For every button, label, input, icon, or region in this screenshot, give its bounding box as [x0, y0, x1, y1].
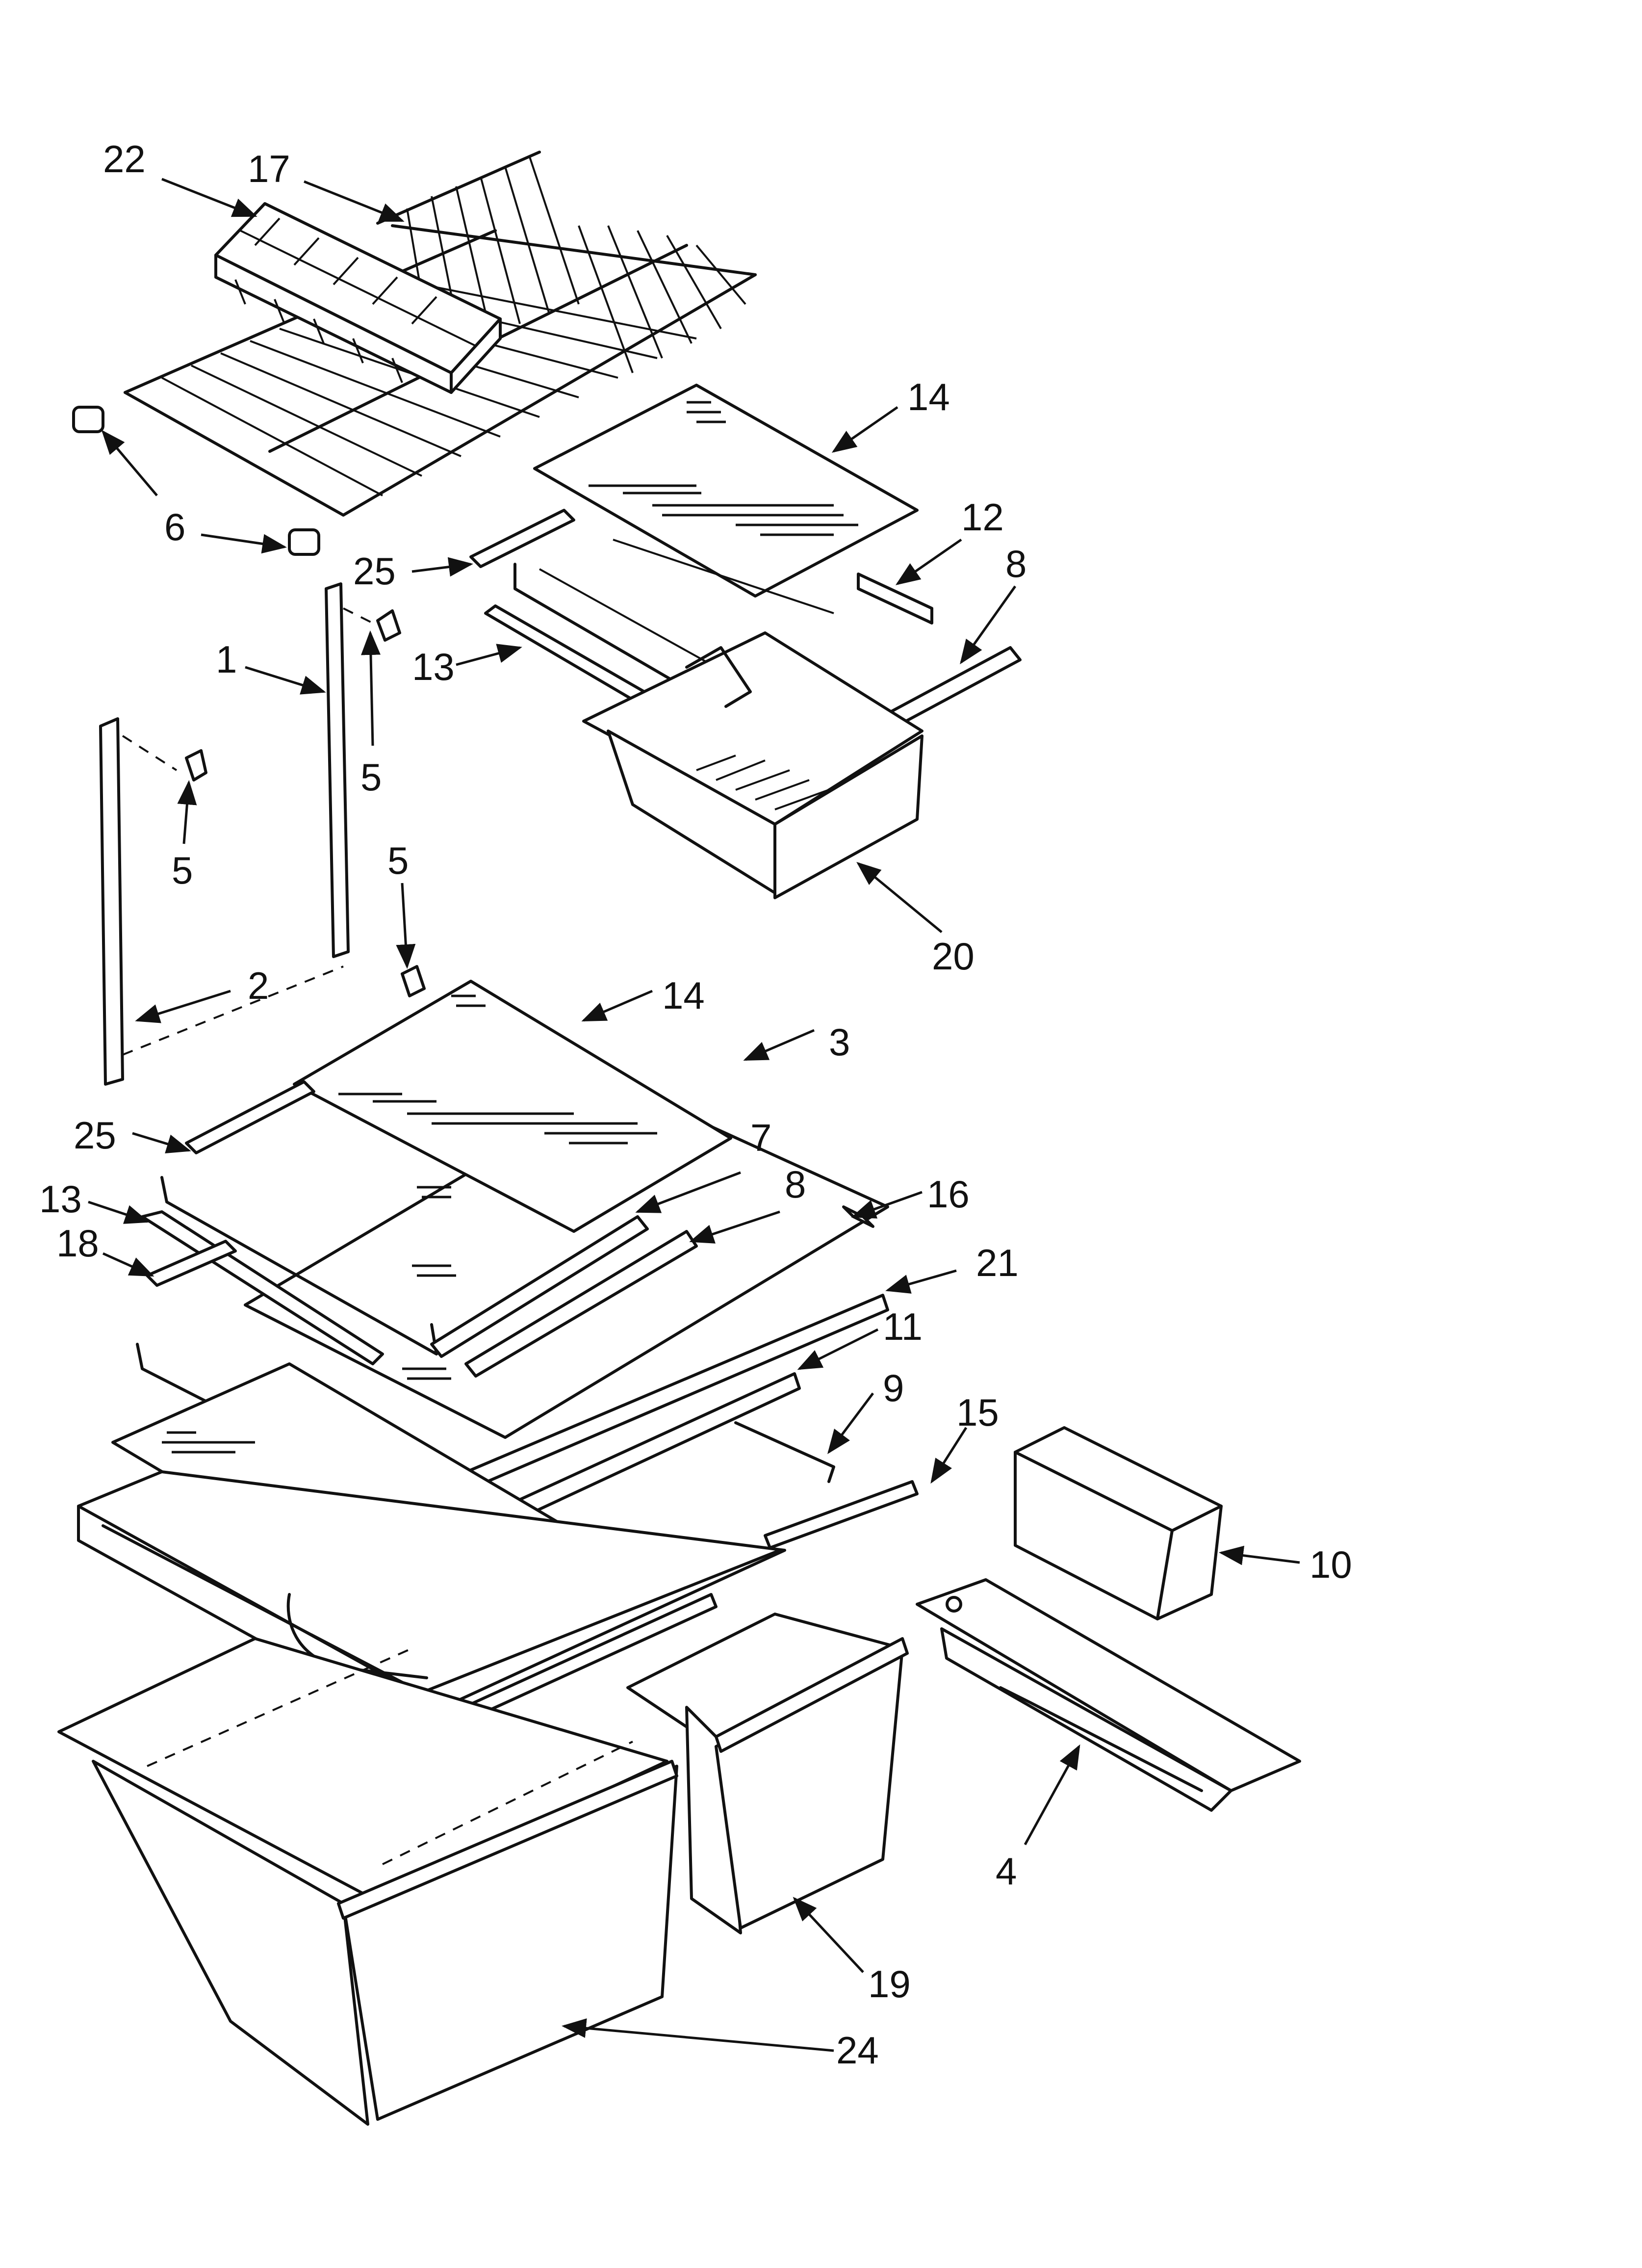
ice-cube-tray — [214, 202, 502, 394]
meat-drawer — [582, 631, 924, 899]
callout-22: 22 — [103, 137, 146, 181]
callout-9: 9 — [883, 1366, 904, 1409]
callout-15: 15 — [956, 1391, 999, 1434]
callout-16: 16 — [927, 1173, 970, 1216]
callout-6: 6 — [164, 505, 186, 548]
callout-11: 11 — [883, 1305, 923, 1348]
callout-5-b: 5 — [172, 849, 193, 892]
callout-20: 20 — [932, 935, 975, 978]
right-crisper-drawer — [626, 1613, 909, 1934]
callout-13-middle: 13 — [39, 1177, 82, 1221]
callout-21: 21 — [976, 1241, 1019, 1284]
callout-18: 18 — [56, 1222, 99, 1265]
callout-8-upper: 8 — [1005, 542, 1027, 585]
callout-14-middle: 14 — [662, 974, 705, 1017]
leader-lines — [88, 178, 1300, 2052]
callout-19: 19 — [868, 1962, 911, 2006]
callout-5-a: 5 — [360, 756, 382, 799]
callout-1: 1 — [216, 638, 237, 681]
callout-7: 7 — [750, 1116, 772, 1159]
callout-8-middle: 8 — [785, 1163, 806, 1206]
shelf-support-pegs — [72, 406, 320, 556]
middle-glass-shelves — [244, 980, 889, 1439]
callout-3: 3 — [829, 1020, 850, 1064]
callout-2: 2 — [248, 964, 269, 1007]
left-crisper-drawer — [57, 1637, 678, 2126]
upper-glass-shelf — [533, 384, 919, 598]
dairy-bin — [1014, 1426, 1223, 1620]
callout-12: 12 — [961, 495, 1004, 539]
callout-17: 17 — [248, 147, 290, 190]
callout-25-upper: 25 — [353, 549, 396, 593]
callout-24: 24 — [836, 2029, 879, 2072]
vertical-shelf-rails — [99, 582, 373, 1086]
wire-shelf — [124, 151, 757, 517]
callout-5-c: 5 — [387, 839, 409, 882]
screws — [185, 609, 426, 997]
callout-25-middle: 25 — [74, 1114, 116, 1157]
callout-10: 10 — [1309, 1543, 1352, 1586]
crisper-slide-assembly — [916, 1578, 1301, 1812]
callout-13-upper: 13 — [412, 645, 455, 688]
callout-4: 4 — [996, 1850, 1017, 1893]
callout-14-upper: 14 — [907, 375, 950, 418]
